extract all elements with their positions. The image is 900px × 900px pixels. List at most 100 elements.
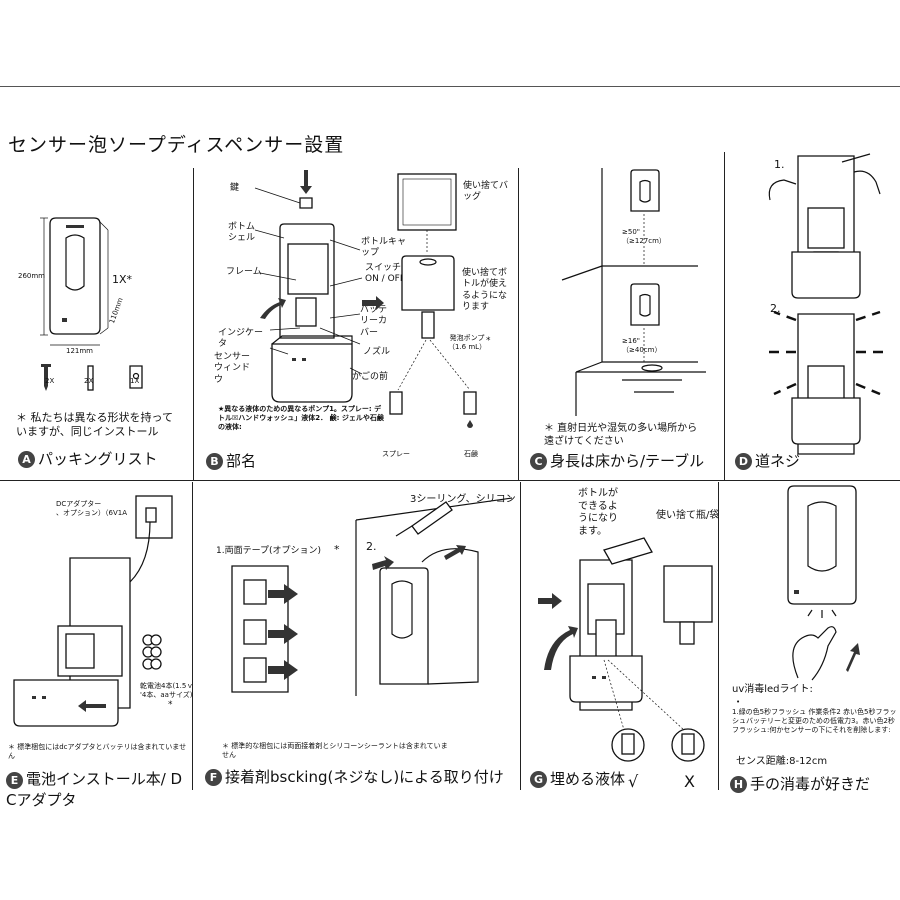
screw-icon <box>41 364 51 391</box>
sense-distance: センス距離:8-12cm <box>736 756 828 767</box>
screw-mounting-illustration <box>768 153 886 455</box>
mounting-height-illustration <box>561 168 706 416</box>
step-1-label: 1. <box>774 158 785 171</box>
rotate-arrow-icon <box>544 626 578 670</box>
accessories-illustration <box>41 364 143 391</box>
disposable-bottle-part <box>663 565 713 623</box>
tape-strip-2 <box>243 619 267 645</box>
badge-f: F <box>205 769 222 786</box>
caption-e-text: 電池インストール本/ D Cアダプタ <box>6 770 183 809</box>
spray-pump-icon <box>389 391 403 415</box>
top-rule <box>0 86 900 87</box>
label-switch: スイッチ( ON / OFF) <box>365 263 409 285</box>
rotate-arrow-icon <box>260 298 286 319</box>
badge-g: G <box>530 771 547 788</box>
left-arrow-icon <box>78 700 106 712</box>
label-bottle-cap: ボトルキャ ップ <box>361 237 407 259</box>
pump-note: ★異なる液体のための異なるポンプ1。スプレー: デトル☒ハンドウォッシュ」液体2… <box>218 405 384 432</box>
hand-icon <box>792 626 837 681</box>
divider-v6 <box>718 482 719 790</box>
divider-h <box>0 480 900 481</box>
dispenser-lower-icon <box>630 283 660 326</box>
soap-pump-icon <box>463 391 477 415</box>
label-battery-cover: バッテ リーカ バー <box>360 305 388 338</box>
dispenser-closed-part <box>787 485 857 605</box>
uv-title: uv消毒ledライト: <box>732 684 813 695</box>
hand-sanitize-illustration <box>787 485 860 681</box>
label-disposable-bottle: 使い捨てボ トルが使え るようにな ります <box>462 268 508 312</box>
curve-arrow-icon <box>444 545 466 560</box>
badge-b: B <box>206 453 223 470</box>
battery-install-illustration <box>13 495 173 727</box>
anchor-icon <box>87 365 94 391</box>
key-icon <box>129 365 143 389</box>
label-nozzle: ノズル <box>363 347 391 357</box>
qty-key: 1X <box>130 377 140 385</box>
qty-screw: 2X <box>45 377 55 385</box>
refill-options-illustration <box>362 173 477 428</box>
bottle-pouring-icon <box>603 537 653 565</box>
label-soap: 石鹸 <box>464 450 478 458</box>
disposable-bottle-part <box>401 255 455 311</box>
step-2-label: 2. <box>366 540 377 553</box>
hand-icon-right <box>853 170 881 195</box>
label-spray: スプレー <box>382 450 410 458</box>
qty-anchor: 2X <box>84 377 94 385</box>
foam-pump-star: * <box>486 336 491 346</box>
caption-a-text: パッキングリスト <box>38 450 158 468</box>
divider-v5 <box>520 482 521 790</box>
sunlight-note: ＊ 直射日光や湿気の多い場所から 遠ざけてください <box>544 423 698 447</box>
packing-note: ＊ 私たちは異なる形状を持って いますが、同じインストール <box>16 411 173 438</box>
dispenser-top-icon <box>630 169 660 212</box>
badge-d: D <box>735 453 752 470</box>
down-arrow-icon <box>300 170 312 194</box>
label-sensor-window: センサー ウィンド ウ <box>214 352 251 385</box>
caption-h-text: 手の消毒が好きだ <box>750 775 871 793</box>
caption-d-text: 道ネジ <box>755 452 801 470</box>
sensor-beam-icon <box>807 609 837 618</box>
uv-description: 1.緑の色5秒フラッシュ 作業条件2 赤い色5秒フラッ シュバッテリーと変更のた… <box>732 708 897 735</box>
label-foam-pump: 発泡ポンプ （1.6 mL） <box>448 334 487 352</box>
adhesive-note: ＊ 標準的な梱包には両面接着剤とシリコーンシーラントは含まれていま せん <box>222 742 448 760</box>
hand-icon-left <box>768 179 797 201</box>
fill-liquid-illustration <box>538 537 713 762</box>
divider-v4 <box>192 482 193 790</box>
push-arrow-icon <box>372 556 394 570</box>
key-part <box>299 197 313 209</box>
page-title: センサー泡ソープディスペンサー設置 <box>8 134 345 156</box>
label-before-basket: かごの前 <box>352 372 389 382</box>
caption-b-text: 部名 <box>226 452 257 470</box>
caption-f-text: 接着剤bscking(ネジなし)による取り付け <box>225 768 504 786</box>
badge-a: A <box>18 451 35 468</box>
divider-v2 <box>518 168 519 480</box>
dc-adapter-label: DCアダプター 、オプション）（6V1A <box>56 500 127 518</box>
disposable-bag-part <box>397 173 457 231</box>
dispenser-part <box>379 567 429 685</box>
dry-battery-label: 乾電池4本(1.5ｖ '4本、aaサイズ) <box>140 682 194 700</box>
wrong-mark: X <box>684 772 695 791</box>
badge-h: H <box>730 776 747 793</box>
battery-compartment <box>65 633 95 669</box>
arrow-right-icon-2 <box>268 624 298 644</box>
correct-mark: √ <box>628 772 639 791</box>
bag-label: 使い捨て瓶/袋 <box>656 510 720 521</box>
badge-c: C <box>530 453 547 470</box>
bottle-label: ボトルが できるよ うになり ます。 <box>578 488 618 537</box>
screwdriver-icon <box>841 153 871 163</box>
label-key: 鍵 <box>230 183 240 193</box>
front-cover-part <box>13 679 119 727</box>
dry-battery-star: * <box>168 700 173 710</box>
height-table: ≥50" （≥127cm） <box>622 228 666 246</box>
aa-battery-icon <box>142 634 162 670</box>
dc-note: ＊ 標準梱包にはdcアダプタとバッテリは含まれていませ ん <box>8 743 187 761</box>
caption-g-text: 埋める液体 <box>550 770 626 788</box>
step-2-label: 2. <box>770 302 781 315</box>
